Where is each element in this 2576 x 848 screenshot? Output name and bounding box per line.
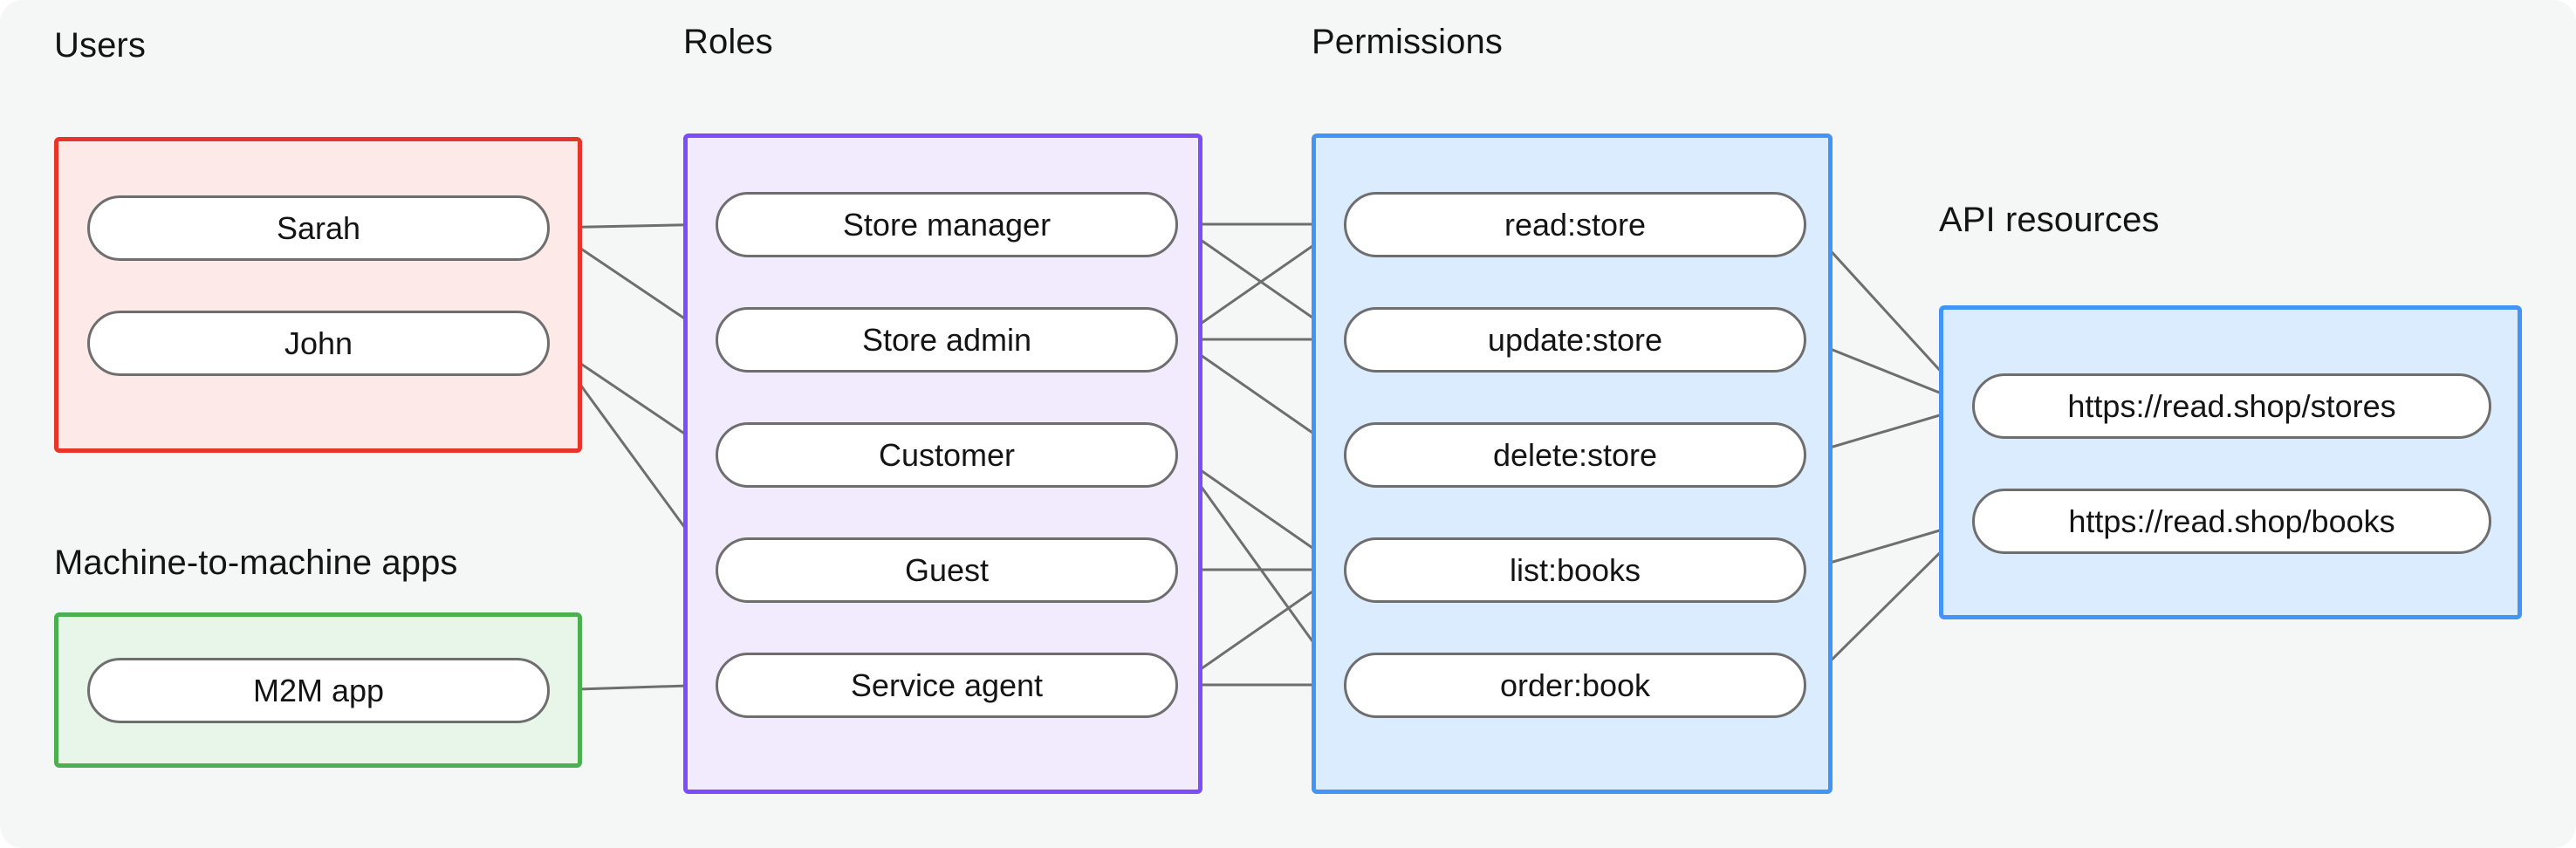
node-permission-delete-store[interactable]: delete:store [1344,422,1806,488]
node-permission-list-books[interactable]: list:books [1344,537,1806,603]
group-label-api-resources: API resources [1939,201,2160,239]
group-label-permissions: Permissions [1312,23,1503,61]
group-box-users [54,137,582,453]
group-label-m2m: Machine-to-machine apps [54,544,458,582]
node-role-customer[interactable]: Customer [716,422,1178,488]
node-api-resource-books[interactable]: https://read.shop/books [1972,489,2491,554]
node-user-sarah[interactable]: Sarah [87,195,550,261]
node-user-john[interactable]: John [87,311,550,376]
node-role-guest[interactable]: Guest [716,537,1178,603]
node-permission-order-book[interactable]: order:book [1344,653,1806,718]
node-role-store-manager[interactable]: Store manager [716,192,1178,257]
node-permission-update-store[interactable]: update:store [1344,307,1806,373]
group-label-users: Users [54,26,146,65]
group-box-api-resources [1939,305,2522,619]
group-label-roles: Roles [683,23,773,61]
node-api-resource-stores[interactable]: https://read.shop/stores [1972,373,2491,439]
node-role-store-admin[interactable]: Store admin [716,307,1178,373]
node-permission-read-store[interactable]: read:store [1344,192,1806,257]
node-role-service-agent[interactable]: Service agent [716,653,1178,718]
node-m2m-app[interactable]: M2M app [87,658,550,723]
